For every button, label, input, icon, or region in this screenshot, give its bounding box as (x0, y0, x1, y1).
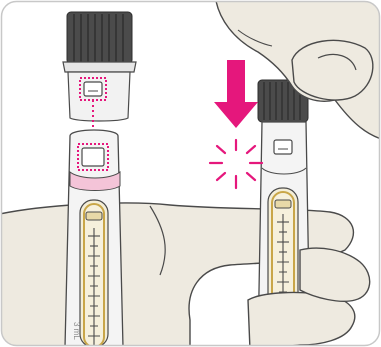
down-arrow-icon (214, 60, 258, 128)
right-pen (257, 79, 311, 346)
left-pen-cap (62, 11, 137, 122)
pen-volume-label: 3 mL (72, 322, 81, 340)
click-burst-icon (208, 138, 264, 190)
upper-hand (214, 1, 380, 141)
left-pen-body: 3 mL (64, 129, 124, 346)
lower-right-hand (247, 247, 371, 346)
